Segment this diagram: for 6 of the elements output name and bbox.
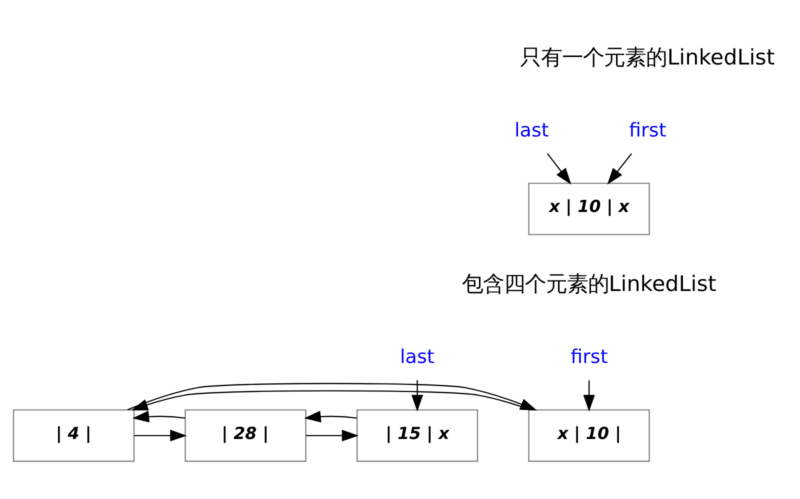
node-text: first	[570, 346, 608, 368]
node-text: first	[629, 120, 666, 142]
label: 只有一个元素的LinkedList	[520, 45, 775, 70]
node-text: last	[514, 120, 549, 142]
node-text: last	[400, 346, 434, 368]
label: 包含四个元素的LinkedList	[462, 272, 716, 298]
